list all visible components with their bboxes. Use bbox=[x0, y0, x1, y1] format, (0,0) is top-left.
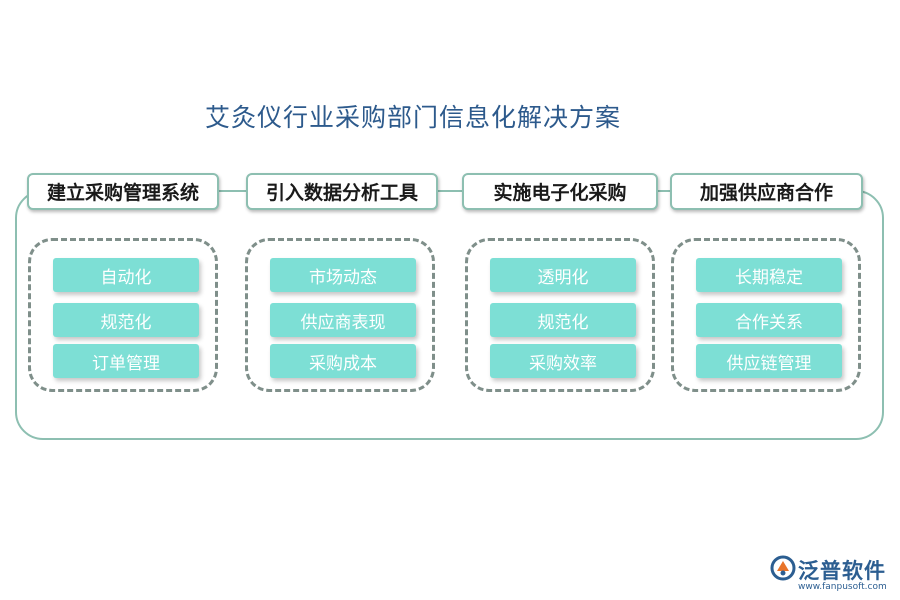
fanpu-logo: 泛普软件 www.fanpusoft.com bbox=[770, 555, 896, 595]
group-4: 长期稳定 合作关系 供应链管理 bbox=[671, 238, 861, 392]
group-2: 市场动态 供应商表现 采购成本 bbox=[245, 238, 435, 392]
item-box: 自动化 bbox=[53, 258, 199, 292]
item-box: 采购效率 bbox=[490, 344, 636, 378]
column-header-2: 引入数据分析工具 bbox=[246, 173, 438, 210]
column-header-1: 建立采购管理系统 bbox=[27, 173, 219, 210]
group-3: 透明化 规范化 采购效率 bbox=[465, 238, 655, 392]
item-box: 供应链管理 bbox=[696, 344, 842, 378]
item-box: 供应商表现 bbox=[270, 303, 416, 337]
column-header-4: 加强供应商合作 bbox=[670, 173, 863, 210]
item-box: 采购成本 bbox=[270, 344, 416, 378]
logo-url: www.fanpusoft.com bbox=[798, 582, 887, 592]
item-box: 订单管理 bbox=[53, 344, 199, 378]
item-box: 规范化 bbox=[53, 303, 199, 337]
item-box: 长期稳定 bbox=[696, 258, 842, 292]
logo-mark-icon bbox=[770, 555, 796, 581]
item-box: 规范化 bbox=[490, 303, 636, 337]
item-box: 市场动态 bbox=[270, 258, 416, 292]
item-box: 合作关系 bbox=[696, 303, 842, 337]
group-1: 自动化 规范化 订单管理 bbox=[28, 238, 218, 392]
column-header-3: 实施电子化采购 bbox=[462, 173, 658, 210]
item-box: 透明化 bbox=[490, 258, 636, 292]
logo-name: 泛普软件 bbox=[798, 559, 886, 583]
diagram-title: 艾灸仪行业采购部门信息化解决方案 bbox=[205, 103, 622, 132]
